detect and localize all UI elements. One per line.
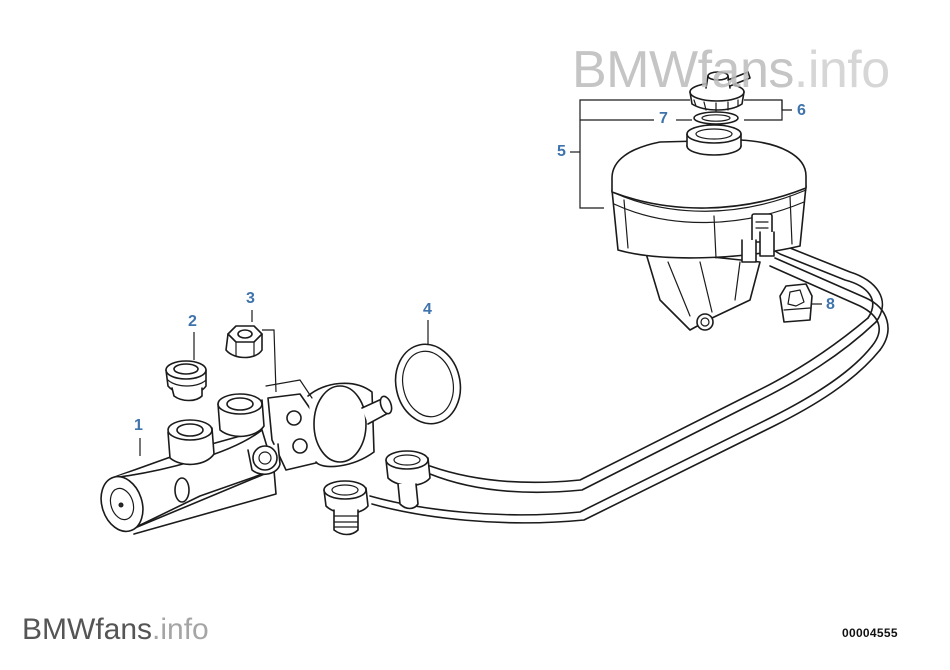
- line-clip: [779, 283, 813, 323]
- grommet: [165, 360, 207, 402]
- callout-5: 5: [557, 143, 566, 160]
- watermark-bottom-main: BMWfans: [22, 613, 153, 646]
- cap-seal: [693, 111, 739, 125]
- brake-lines: [369, 239, 889, 524]
- callout-1: 1: [134, 417, 143, 434]
- callout-7: 7: [659, 110, 668, 127]
- callout-3: 3: [246, 290, 255, 307]
- leader-lines: [139, 99, 822, 456]
- union-nut: [225, 325, 263, 359]
- fluid-reservoir: [611, 124, 807, 331]
- diagram-number: 00004555: [842, 626, 898, 640]
- watermark-top-main: BMWfans: [572, 41, 794, 99]
- watermark-top-suffix: .info: [793, 41, 890, 99]
- reservoir-cap: [689, 71, 751, 112]
- line-fittings: [323, 450, 431, 536]
- master-cylinder: [100, 379, 393, 535]
- callout-4: 4: [423, 301, 432, 318]
- callout-6: 6: [797, 102, 806, 119]
- callout-2: 2: [188, 313, 197, 330]
- watermark-bottom: BMWfans.info: [22, 615, 209, 645]
- callout-8: 8: [826, 296, 835, 313]
- watermark-top: BMWfans.info: [572, 44, 890, 96]
- watermark-bottom-suffix: .info: [152, 613, 209, 646]
- o-ring: [394, 343, 462, 425]
